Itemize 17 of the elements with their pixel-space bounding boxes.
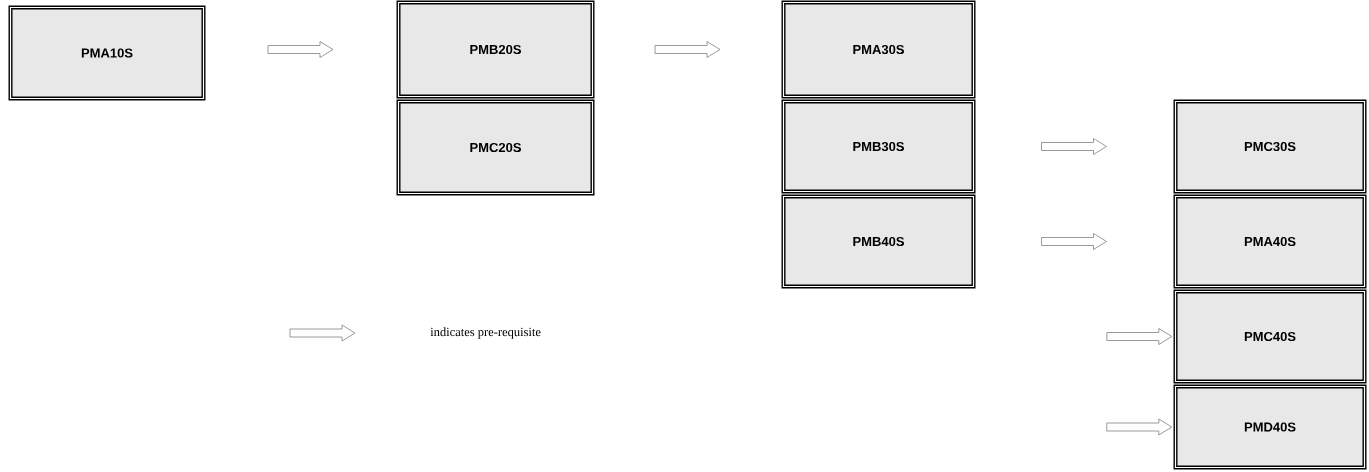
course-box: PMD40S [1173,384,1367,470]
block-arrow [1106,418,1173,436]
course-box: PMC40S [1173,289,1367,384]
course-box: PMA30S [781,0,976,99]
course-box: PMA10S [8,5,206,101]
legend-text: indicates pre-requisite [430,327,541,339]
block-arrow [267,41,334,58]
block-arrow [654,41,721,58]
course-box: PMC30S [1173,99,1367,194]
block-arrow [1041,138,1107,155]
block-arrow [1106,328,1173,345]
course-box: PMB20S [396,0,595,99]
course-box: PMB40S [781,194,976,289]
course-box: PMB30S [781,99,976,194]
course-box: PMA40S [1173,194,1367,289]
block-arrow [1041,233,1107,250]
course-box: PMC20S [396,99,595,196]
